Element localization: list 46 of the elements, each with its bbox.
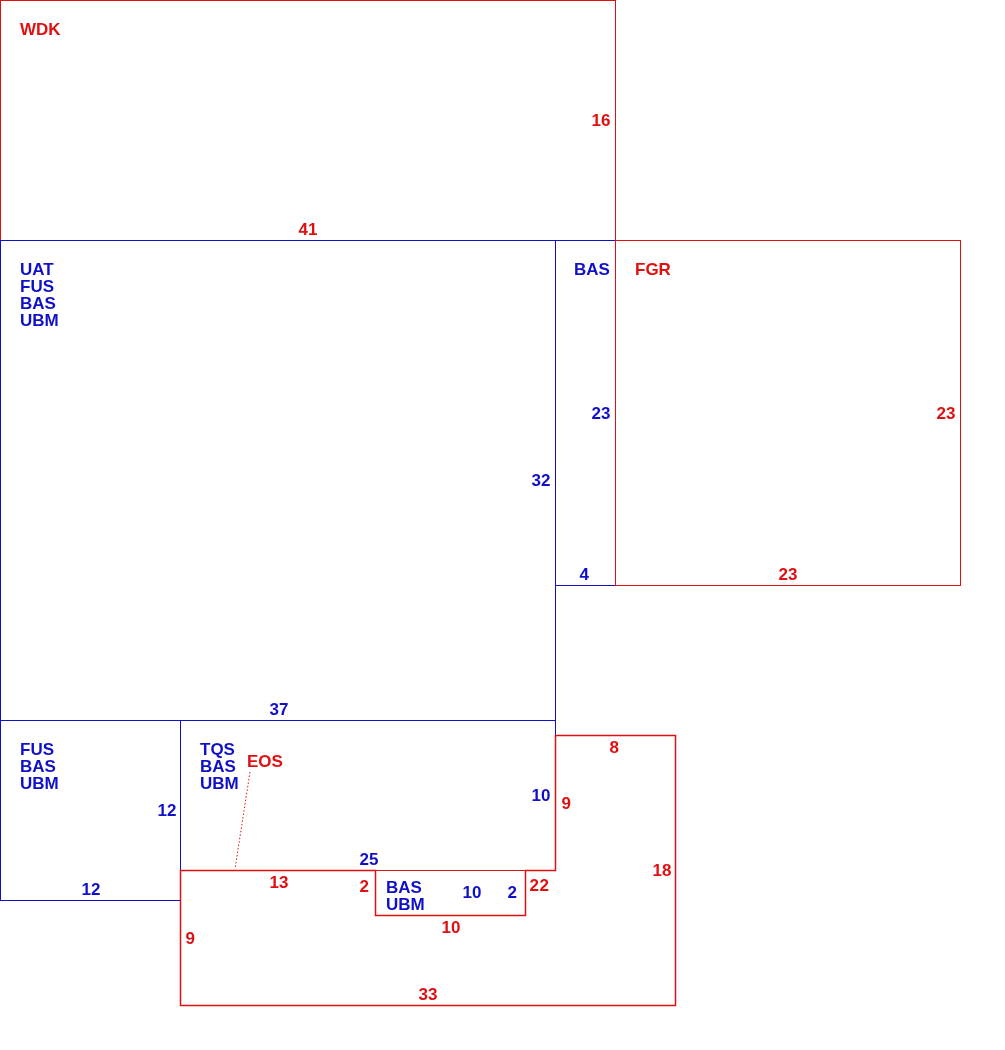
room-label: BAS (574, 261, 610, 278)
dimension-label: 23 (591, 404, 611, 422)
dimension-label: 12 (157, 801, 177, 819)
room-outline (555, 240, 616, 586)
room-outline (0, 240, 556, 721)
room-outline (0, 0, 616, 241)
dimension-label: 23 (778, 565, 798, 583)
room-label: UAT (20, 261, 54, 278)
dimension-label: 23 (936, 404, 956, 422)
dimension-label: 10 (531, 786, 551, 804)
room-outline (615, 240, 961, 586)
room-label: EOS (247, 753, 291, 772)
room-label: BAS (20, 295, 56, 312)
room-label: FUS (20, 278, 54, 295)
dimension-label: 9 (561, 794, 571, 812)
dimension-label: 2 (539, 876, 549, 894)
dimension-label: 25 (359, 850, 379, 868)
room-label: TQS (200, 741, 235, 758)
room-label: WDK (20, 21, 61, 38)
dimension-label: 10 (441, 918, 461, 936)
dimension-label: 4 (579, 565, 589, 583)
room-label: FGR (635, 261, 671, 278)
dimension-label: 8 (609, 738, 619, 756)
room-label: UBM (20, 312, 59, 329)
dimension-label: 9 (185, 929, 195, 947)
dimension-label: 2 (359, 877, 369, 895)
room-outline (0, 720, 181, 901)
room-label: UBM (20, 775, 59, 792)
dimension-label: 2 (507, 883, 517, 901)
room-label: BAS (386, 879, 422, 896)
dimension-label: 18 (652, 861, 672, 879)
dimension-label: 33 (418, 985, 438, 1003)
leader-line (234, 771, 251, 870)
dimension-label: 2 (529, 876, 539, 894)
room-label: FUS (20, 741, 54, 758)
dimension-label: 13 (269, 873, 289, 891)
room-label: BAS (200, 758, 236, 775)
room-label: UBM (386, 896, 425, 913)
room-label: UBM (200, 775, 239, 792)
dimension-label: 16 (591, 111, 611, 129)
dimension-label: 10 (462, 883, 482, 901)
room-label: BAS (20, 758, 56, 775)
dimension-label: 32 (531, 471, 551, 489)
dimension-label: 37 (269, 700, 289, 718)
dimension-label: 41 (298, 220, 318, 238)
dimension-label: 12 (81, 880, 101, 898)
